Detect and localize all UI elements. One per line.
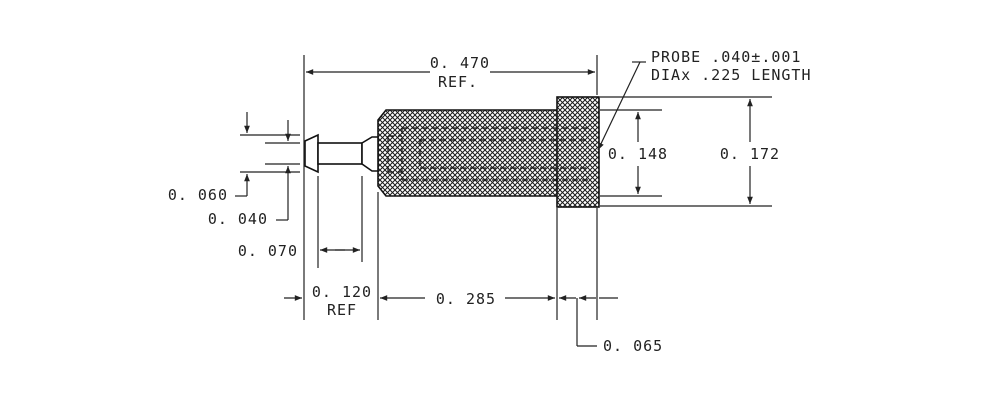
overall-length-suffix: REF. — [438, 73, 478, 91]
dim-outer-diameter: 0. 172 — [600, 96, 780, 207]
knurled-barrel — [377, 109, 559, 197]
hidden-probe-bore — [387, 127, 590, 181]
dim-inner-diameter: 0. 148 — [600, 109, 668, 197]
dim-knurl-length: 0. 285 — [380, 208, 558, 320]
probe-note-line1: PROBE .040±.001 — [651, 48, 801, 66]
collar-length-value: 0. 065 — [603, 337, 663, 355]
inner-diameter-value: 0. 148 — [608, 145, 668, 163]
tip-flange — [304, 133, 319, 174]
tip-length-suffix: REF — [327, 301, 357, 319]
tip-taper — [361, 136, 379, 172]
part-body — [304, 96, 600, 208]
neck-length-value: 0. 070 — [238, 242, 298, 260]
outer-diameter-value: 0. 172 — [720, 145, 780, 163]
dim-neck-length: 0. 070 — [238, 176, 363, 268]
dim-overall-length: 0. 470 REF. — [303, 54, 598, 320]
dim-tip-diameters: 0. 060 0. 040 — [168, 112, 300, 228]
probe-note-line2: DIAx .225 LENGTH — [651, 66, 812, 84]
knurl-length-value: 0. 285 — [436, 290, 496, 308]
dim-tip-length: 0. 120 REF — [284, 192, 379, 320]
tip-length-value: 0. 120 — [312, 283, 372, 301]
overall-length-value: 0. 470 — [430, 54, 490, 72]
probe-note: PROBE .040±.001 DIAx .225 LENGTH — [597, 48, 812, 151]
tip-neck — [317, 142, 363, 165]
rear-collar — [556, 96, 600, 208]
neck-diameter-value: 0. 040 — [208, 210, 268, 228]
dim-collar-length: 0. 065 — [559, 208, 663, 355]
flange-diameter-value: 0. 060 — [168, 186, 228, 204]
